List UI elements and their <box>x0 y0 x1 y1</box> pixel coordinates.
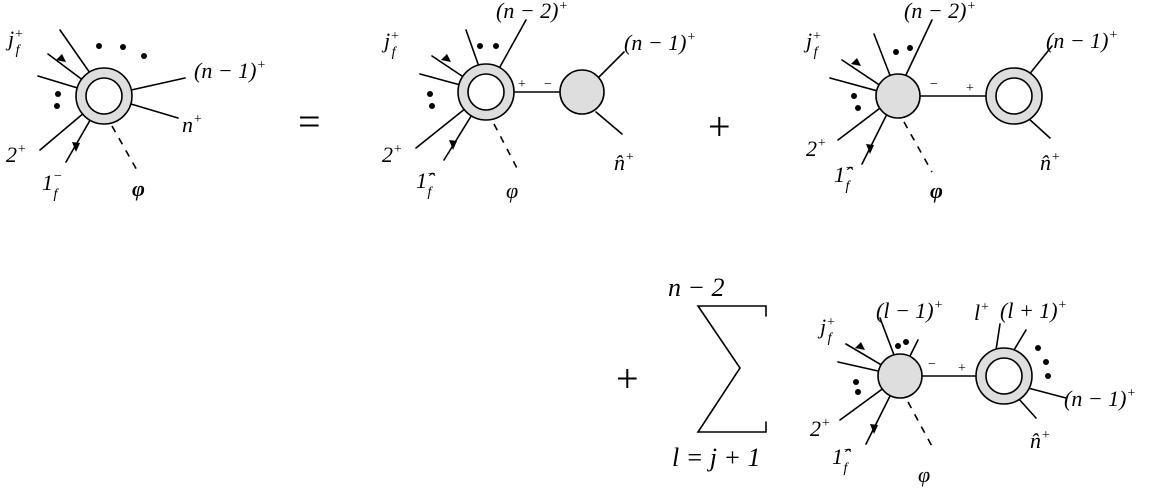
fermion-arrow <box>72 142 80 152</box>
label-n-minus-2: (n − 2)+ <box>496 0 568 23</box>
leg-line-n-minus-1 <box>1027 45 1053 77</box>
helicity-label: + <box>518 77 526 92</box>
ellipsis-dot <box>429 103 435 109</box>
ellipsis-dot <box>851 93 857 99</box>
fermion-arrow <box>56 54 66 62</box>
ellipsis-dot <box>1043 359 1049 365</box>
label-l-plus-1: (l + 1)+ <box>1000 298 1067 323</box>
ellipsis-dot <box>477 43 483 49</box>
scalar-line-phi <box>907 401 935 451</box>
leg-line-l-plus-1 <box>1013 329 1027 351</box>
helicity-label: − <box>930 77 938 92</box>
label-1-hat-f: 1̂−f <box>834 161 854 194</box>
ellipsis-dot <box>907 45 913 51</box>
term-1-diagram: + − j+f (n − 2)+ (n − 1)+ n̂+ 2+ 1̂−f φ <box>381 0 696 203</box>
amplitude-blob-hole <box>467 73 505 111</box>
label-j-f: j+f <box>817 314 836 346</box>
label-l-minus-1: (l − 1)+ <box>876 298 943 323</box>
label-j-f: j+f <box>381 28 400 60</box>
label-1-f: 1−f <box>42 169 62 202</box>
helicity-label: − <box>544 77 552 92</box>
helicity-label: + <box>966 81 974 96</box>
label-2: 2+ <box>806 136 826 161</box>
amplitude-blob-hole <box>85 77 123 115</box>
label-n: n+ <box>182 112 202 137</box>
ellipsis-dot <box>96 43 102 49</box>
ellipsis-dot <box>903 339 909 345</box>
amplitude-blob-hole <box>985 357 1023 395</box>
fermion-arrow <box>855 342 865 350</box>
label-n-hat: n̂+ <box>1040 150 1060 175</box>
label-n-minus-2: (n − 2)+ <box>904 0 976 23</box>
plus-sign: + <box>708 104 731 149</box>
label-n-minus-1: (n − 1)+ <box>1046 28 1118 53</box>
label-2: 2+ <box>382 142 402 167</box>
label-phi: φ <box>506 178 518 203</box>
label-1-hat-f: 1̂−f <box>416 167 436 200</box>
label-1-hat-f: 1̂−f <box>832 443 852 476</box>
label-phi: φ <box>918 462 930 487</box>
helicity-label: + <box>958 361 966 376</box>
scalar-line-phi <box>903 121 933 173</box>
ellipsis-dot <box>54 103 60 109</box>
term-3-diagram: − + j+f (l − 1)+ l+ (l + 1)+ (n − 1)+ n̂… <box>810 298 1136 487</box>
fermion-arrow <box>870 424 878 434</box>
leg-line-n-hat <box>1017 397 1037 419</box>
summation: n − 2 l = j + 1 <box>668 273 767 472</box>
ellipsis-dot <box>1045 373 1051 379</box>
sigma-symbol <box>696 305 767 433</box>
ellipsis-dot <box>853 379 859 385</box>
ellipsis-dot <box>855 389 861 395</box>
label-l: l+ <box>974 300 990 325</box>
label-phi: φ <box>132 176 145 201</box>
label-2: 2+ <box>6 142 26 167</box>
ellipsis-dot <box>895 343 901 349</box>
scalar-line-phi <box>493 123 519 171</box>
helicity-label: − <box>928 357 936 372</box>
ellipsis-dot <box>141 53 147 59</box>
three-point-blob-hole <box>995 77 1033 115</box>
leg-line-n-hat <box>1027 117 1051 139</box>
ellipsis-dot <box>427 91 433 97</box>
fermion-arrow <box>866 144 874 154</box>
ellipsis-dot <box>893 49 899 55</box>
term-2-diagram: − + j+f (n − 2)+ (n − 1)+ n̂+ 2+ 1̂−f φ <box>803 0 1118 203</box>
label-n-minus-1: (n − 1)+ <box>624 30 696 55</box>
leg-line-n-hat <box>595 111 623 135</box>
ellipsis-dot <box>120 44 126 50</box>
lhs-diagram: j+f (n − 1)+ n+ 2+ 1−f φ <box>5 26 266 202</box>
three-point-blob <box>559 69 605 115</box>
leg-line-l <box>995 323 1001 351</box>
label-n-hat: n̂+ <box>1030 428 1050 453</box>
ellipsis-dot <box>855 105 861 111</box>
leg-line-n-minus-1 <box>1027 387 1067 399</box>
label-n-minus-1: (n − 1)+ <box>194 58 266 83</box>
label-n-minus-1: (n − 1)+ <box>1064 386 1136 411</box>
label-phi: φ <box>930 178 943 203</box>
leg-line-n-minus-1 <box>597 51 625 79</box>
amplitude-blob <box>875 73 921 119</box>
sum-lower-limit: l = j + 1 <box>672 443 761 472</box>
sum-upper-limit: n − 2 <box>668 273 725 302</box>
ellipsis-dot <box>55 91 61 97</box>
label-n-hat: n̂+ <box>614 150 634 175</box>
equals-sign: = <box>298 99 321 144</box>
ellipsis-dot <box>1035 345 1041 351</box>
scalar-line-phi <box>111 125 139 173</box>
label-2: 2+ <box>810 416 830 441</box>
ellipsis-dot <box>493 43 499 49</box>
amplitude-blob <box>877 353 923 399</box>
plus-sign: + <box>616 356 639 401</box>
label-j-f: j+f <box>5 26 24 58</box>
fermion-arrow <box>441 54 451 62</box>
fermion-arrow <box>449 140 457 150</box>
label-j-f: j+f <box>803 28 822 60</box>
fermion-arrow <box>851 58 861 66</box>
